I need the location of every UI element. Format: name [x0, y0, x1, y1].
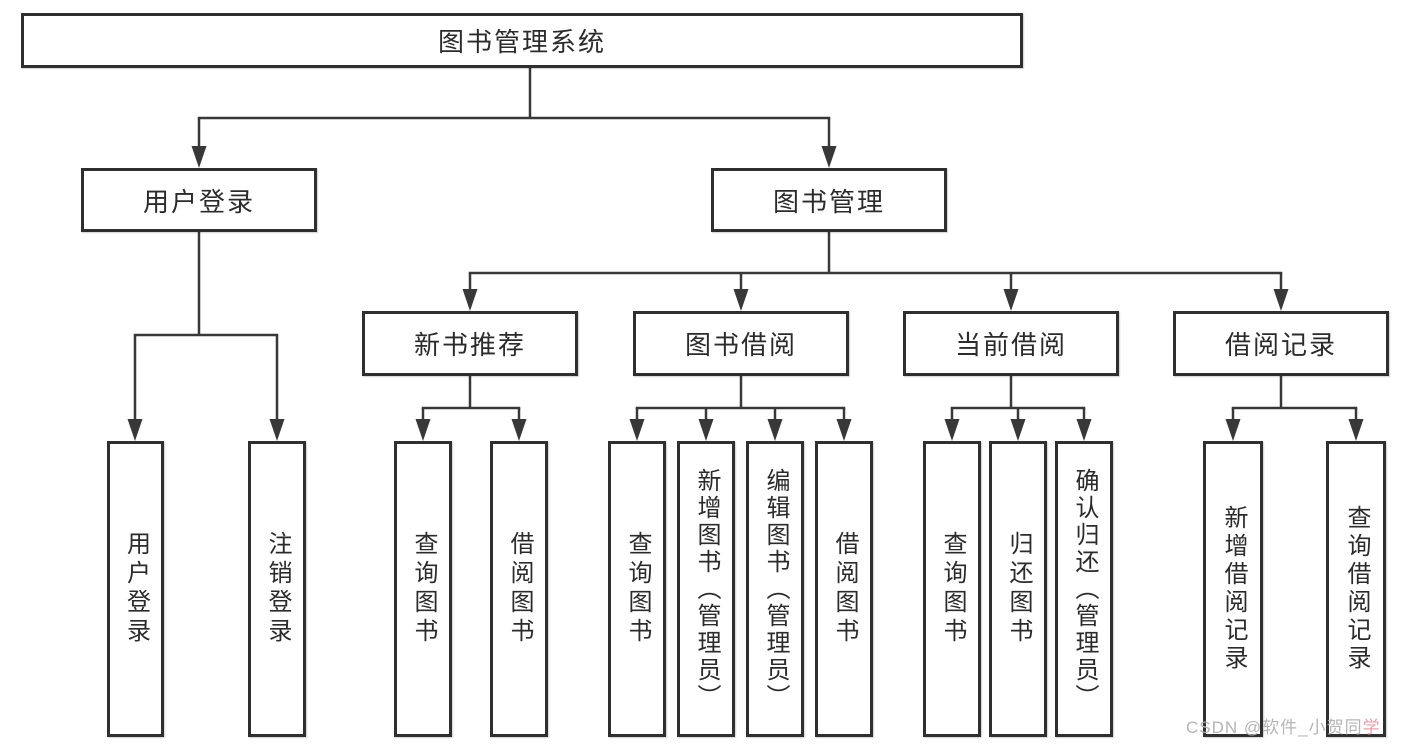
node-book-management: 图书管理 — [711, 168, 947, 232]
node-user-login-leaf-label: 用户登录 — [122, 531, 150, 647]
node-bb-query-books: 查询图书 — [608, 441, 666, 737]
node-cb-return-books-label: 归还图书 — [1005, 531, 1032, 647]
node-root-label: 图书管理系统 — [437, 27, 606, 57]
node-cb-query-books: 查询图书 — [923, 441, 981, 737]
node-br-query-record-label: 查询借阅记录 — [1343, 505, 1370, 673]
node-book-management-label: 图书管理 — [772, 186, 885, 217]
node-bb-query-books-label: 查询图书 — [624, 531, 651, 647]
node-bb-add-books-admin-label: 新增图书（管理员） — [693, 467, 720, 711]
node-current-borrowing: 当前借阅 — [903, 311, 1119, 376]
node-cb-confirm-return-admin: 确认归还（管理员） — [1055, 441, 1113, 737]
node-br-add-record: 新增借阅记录 — [1203, 441, 1263, 737]
node-user-login: 用户登录 — [81, 168, 317, 232]
node-cb-return-books: 归还图书 — [989, 441, 1047, 737]
node-book-borrowing: 图书借阅 — [633, 311, 849, 376]
csdn-watermark-accent: 学 — [1362, 718, 1381, 737]
node-bb-edit-books-admin: 编辑图书（管理员） — [746, 441, 804, 737]
node-root: 图书管理系统 — [21, 13, 1023, 68]
node-nb-query-books-label: 查询图书 — [410, 531, 437, 647]
node-borrowing-records-label: 借阅记录 — [1224, 330, 1337, 360]
node-nb-borrow-books: 借阅图书 — [490, 441, 548, 737]
node-book-borrowing-label: 图书借阅 — [684, 330, 797, 360]
node-br-query-record: 查询借阅记录 — [1326, 441, 1386, 737]
csdn-watermark-text: CSDN @软件_小贺同 — [1186, 718, 1363, 737]
node-user-login-label: 用户登录 — [142, 186, 255, 217]
node-logout-label: 注销登录 — [264, 531, 291, 647]
node-nb-query-books: 查询图书 — [394, 441, 452, 737]
node-cb-confirm-return-admin-label: 确认归还（管理员） — [1071, 467, 1098, 711]
node-logout: 注销登录 — [248, 441, 306, 737]
node-borrowing-records: 借阅记录 — [1173, 311, 1389, 376]
node-user-login-leaf: 用户登录 — [107, 441, 164, 737]
node-bb-borrow-books: 借阅图书 — [815, 441, 873, 737]
node-br-add-record-label: 新增借阅记录 — [1220, 505, 1247, 673]
node-current-borrowing-label: 当前借阅 — [954, 330, 1067, 360]
node-bb-edit-books-admin-label: 编辑图书（管理员） — [762, 467, 789, 711]
csdn-watermark: CSDN @软件_小贺同学 — [1186, 713, 1381, 738]
node-nb-borrow-books-label: 借阅图书 — [506, 531, 533, 647]
node-new-book-recommend-label: 新书推荐 — [413, 330, 526, 360]
node-bb-borrow-books-label: 借阅图书 — [831, 531, 858, 647]
node-bb-add-books-admin: 新增图书（管理员） — [677, 441, 735, 737]
node-cb-query-books-label: 查询图书 — [939, 531, 966, 647]
node-new-book-recommend: 新书推荐 — [362, 311, 578, 376]
